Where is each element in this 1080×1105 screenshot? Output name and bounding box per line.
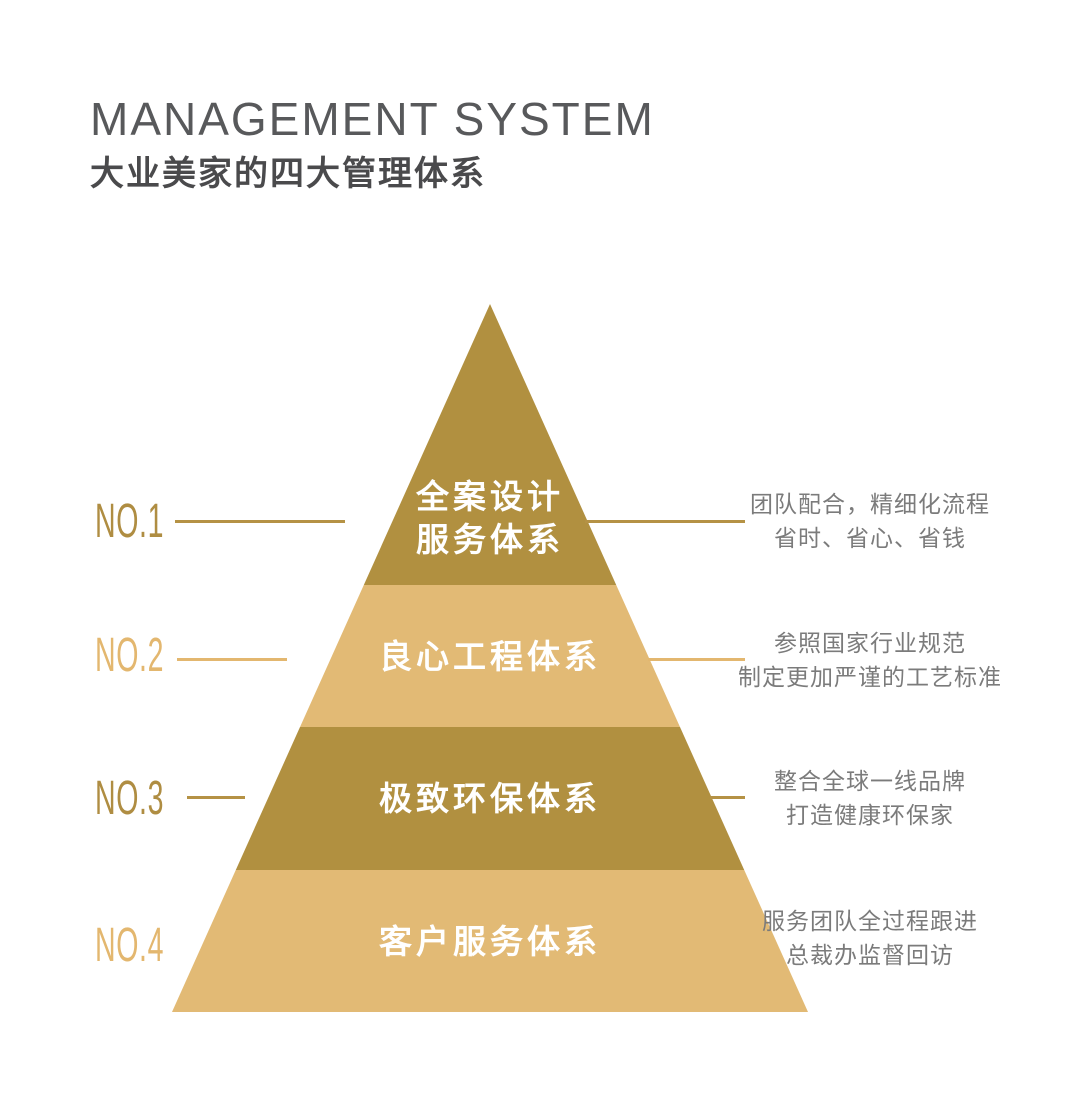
page-title-english: MANAGEMENT SYSTEM (90, 93, 655, 145)
tier-1-number-label: NO.1 (95, 492, 165, 548)
tier-2-description-line-1: 参照国家行业规范 (774, 630, 966, 656)
tier-1-description-line-1: 团队配合，精细化流程 (750, 491, 990, 517)
tier-2-left-connector-line (177, 658, 287, 661)
tier-4-title: 客户服务体系 (379, 922, 601, 960)
tier-1-description-line-2: 省时、省心、省钱 (774, 525, 966, 551)
tier-1-left-connector-line (175, 520, 345, 523)
tier-1-title-line-1: 全案设计 (416, 478, 564, 515)
tier-2-right-connector-line (648, 658, 745, 661)
tier-4-description-line-1: 服务团队全过程跟进 (762, 908, 978, 934)
tier-3-description-line-2: 打造健康环保家 (786, 802, 954, 828)
tier-2-description: 参照国家行业规范 制定更加严谨的工艺标准 (700, 626, 1040, 694)
tier-3-description-line-1: 整合全球一线品牌 (774, 768, 966, 794)
tier-4-number-label: NO.4 (95, 916, 165, 972)
pyramid-tier-4: 客户服务体系 (172, 870, 808, 1012)
tier-1-title-line-2: 服务体系 (416, 521, 564, 558)
page-title-chinese: 大业美家的四大管理体系 (90, 155, 486, 193)
tier-1-right-connector-line (585, 520, 745, 523)
tier-2-title: 良心工程体系 (379, 637, 601, 675)
tier-3-description: 整合全球一线品牌 打造健康环保家 (700, 764, 1040, 832)
tier-3-right-connector-line (710, 796, 745, 799)
tier-1-description: 团队配合，精细化流程 省时、省心、省钱 (700, 487, 1040, 555)
tier-2-description-line-2: 制定更加严谨的工艺标准 (738, 664, 1002, 690)
tier-3-title: 极致环保体系 (379, 780, 601, 817)
tier-4-description: 服务团队全过程跟进 总裁办监督回访 (700, 904, 1040, 972)
tier-2-number-label: NO.2 (95, 626, 165, 682)
tier-4-description-line-2: 总裁办监督回访 (786, 942, 954, 968)
tier-3-number-label: NO.3 (95, 769, 165, 825)
tier-3-left-connector-line (187, 796, 245, 799)
